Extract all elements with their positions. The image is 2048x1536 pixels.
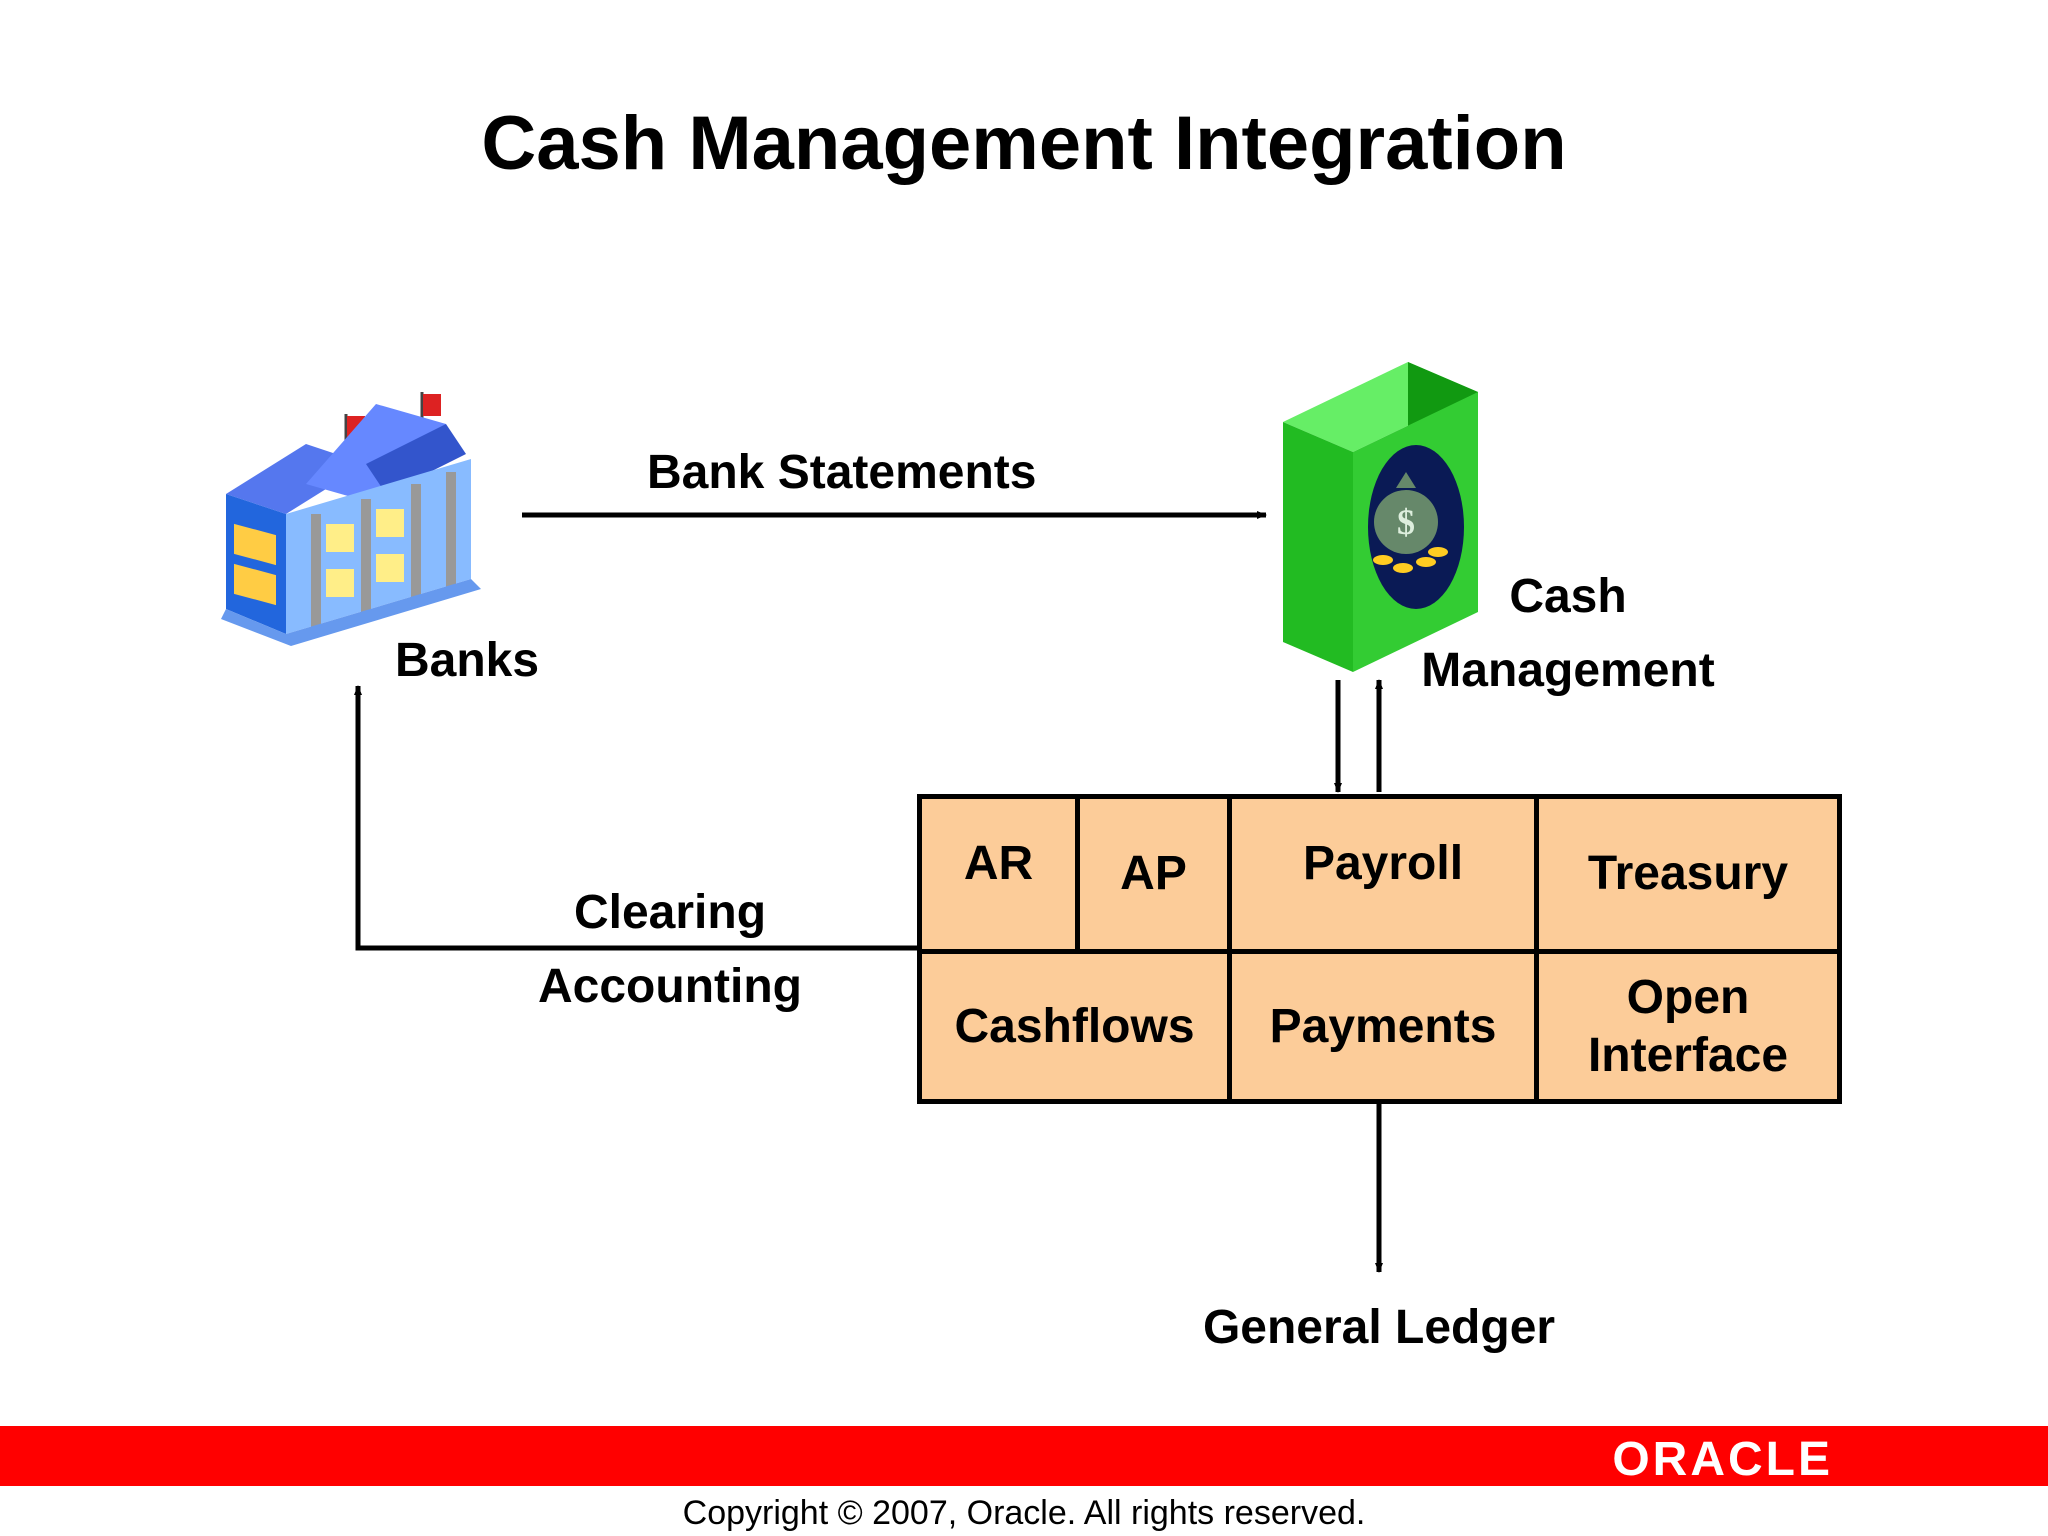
grid-col-divider-right [1534,799,1539,1099]
copyright-text: Copyright © 2007, Oracle. All rights res… [682,1494,1366,1532]
clearing-accounting-label-line2: Accounting [538,960,802,1013]
footer-bar [0,1426,2048,1486]
module-open-interface-line1: Open [1626,970,1750,1024]
cash-management-label-line1: Cash [1509,570,1627,623]
general-ledger-label: General Ledger [1202,1301,1556,1354]
module-payroll: Payroll [1302,837,1464,891]
grid-col-divider-ar-ap [1075,799,1080,949]
grid-col-divider-left [1227,799,1232,1099]
clearing-accounting-label: Clearing Accounting [520,876,820,1024]
module-open-interface-line2: Interface [1587,1028,1789,1082]
module-open-interface: Open Interface [1539,954,1837,1099]
oracle-logo: ORACLE [1612,1433,1833,1486]
grid-row-divider [922,949,1837,954]
cash-management-book-icon: $ [1283,362,1478,672]
module-cashflows: Cashflows [954,999,1195,1053]
clearing-accounting-arrow [354,685,917,951]
module-payments: Payments [1269,999,1497,1053]
bank-building-icon [221,392,481,646]
module-ar: AR [963,837,1034,891]
cash-management-label: Cash Management [1418,560,1718,708]
module-ap: AP [1120,847,1187,901]
cash-management-label-line2: Management [1421,644,1715,697]
clearing-accounting-label-line1: Clearing [573,886,767,939]
modules-grid: AR AP Payroll Treasury Cashflows Payment… [917,794,1842,1104]
module-treasury: Treasury [1587,847,1789,901]
svg-text:$: $ [1397,502,1415,542]
page-title: Cash Management Integration [481,101,1567,186]
bank-statements-label: Bank Statements [647,446,1037,499]
banks-label: Banks [395,634,540,687]
